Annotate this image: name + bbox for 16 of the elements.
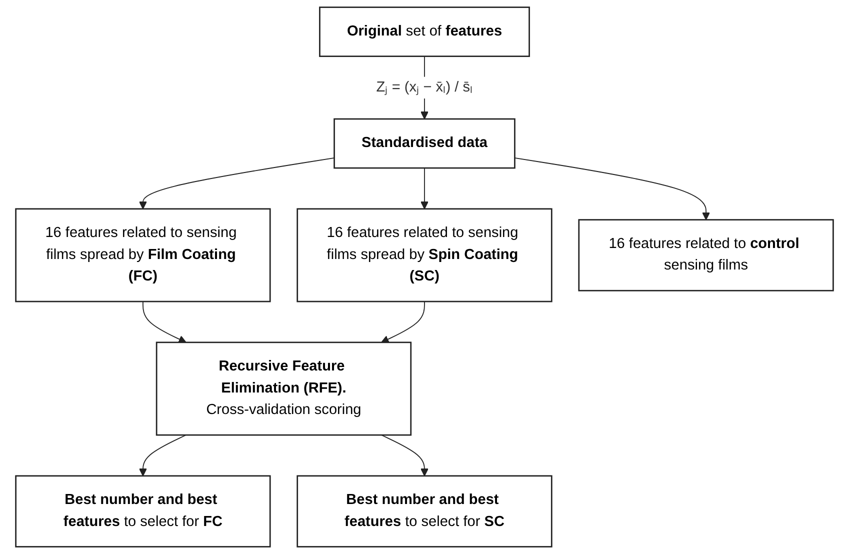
arrow (420, 168, 428, 210)
arrow (380, 434, 428, 476)
arrow (142, 301, 186, 343)
arrow (138, 157, 335, 210)
node-box: 16 features related to sensing films spread by Spin Coating (SC) (296, 208, 552, 302)
node-box: 16 features related to sensing films spread by Film Coating (FC) (15, 208, 271, 302)
node-box: Recursive Feature Elimination (RFE). Cross-validation scoring (156, 342, 412, 436)
node-box: Original set of features (319, 6, 530, 57)
arrow (381, 301, 425, 343)
node-box: Standardised data (334, 118, 516, 169)
arrow (138, 434, 186, 476)
node-box: 16 features related to control sensing films (578, 219, 834, 292)
arrow (514, 157, 710, 220)
node-box: Best number and best features to select for FC (15, 475, 271, 548)
edge-label: Zⱼ = (xⱼ − x̄ₗ) / s̄ₗ (376, 79, 473, 95)
node-box: Best number and best features to select for SC (296, 475, 552, 548)
